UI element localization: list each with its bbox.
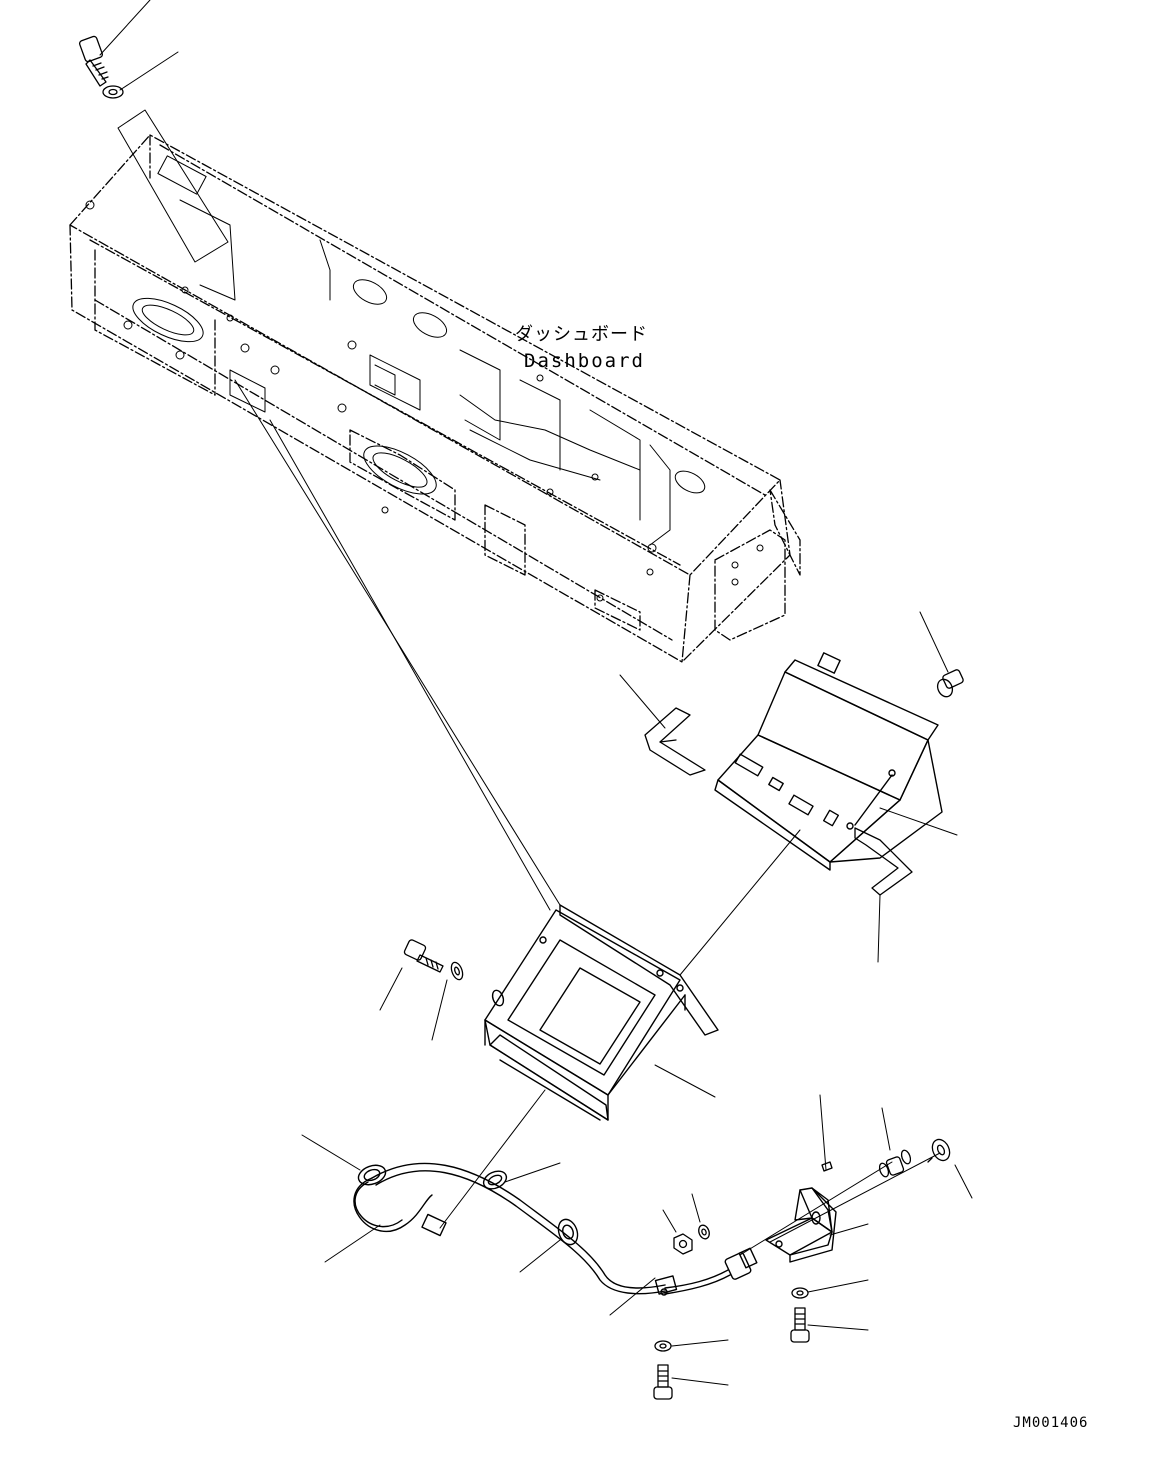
grommet — [928, 1137, 953, 1164]
nut-washer — [697, 1224, 711, 1241]
lower-bolt-left — [654, 1365, 672, 1399]
dashboard-label-japanese: ダッシュボード — [515, 324, 648, 345]
lower-washer-right — [792, 1288, 808, 1298]
hex-nut — [674, 1234, 692, 1254]
top-washer — [103, 86, 123, 98]
dashboard-frame — [70, 135, 800, 662]
wire-harness — [354, 1162, 757, 1295]
top-bolt — [79, 36, 108, 86]
clip-pin — [878, 1149, 912, 1178]
cushion-pad-right — [855, 828, 912, 895]
connector-bracket — [766, 1188, 836, 1262]
cushion-pad-left — [645, 708, 705, 775]
mounting-bracket — [485, 905, 718, 1120]
lower-bolt-right — [791, 1308, 809, 1342]
small-clip — [822, 1162, 832, 1171]
lower-washer-left — [655, 1341, 671, 1351]
bracket-bolt — [403, 939, 443, 972]
leader-lines — [100, 0, 972, 1385]
drawing-code: JM001406 — [1013, 1415, 1089, 1431]
controller-bolt — [935, 669, 964, 699]
bracket-washer — [449, 961, 465, 981]
dashboard-details — [86, 156, 763, 601]
controller-unit — [715, 653, 942, 870]
dashboard-label-english: Dashboard — [524, 350, 645, 372]
